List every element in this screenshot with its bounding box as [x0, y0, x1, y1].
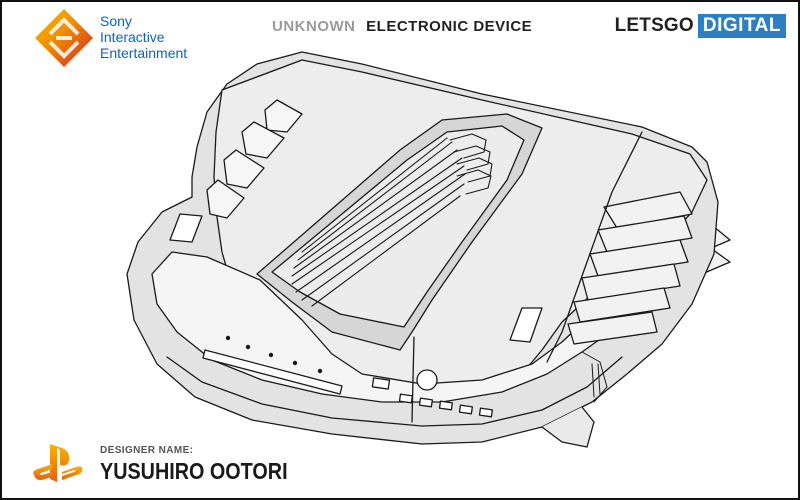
page-title: UNKNOWN ELECTRONIC DEVICE	[272, 18, 532, 35]
right-panel-edge	[546, 131, 643, 363]
disc-slot-outline	[202, 349, 343, 395]
power-button	[416, 369, 438, 391]
company-name: Sony Interactive Entertainment	[100, 13, 220, 61]
company-line-2: Interactive	[100, 29, 165, 45]
left-slot	[169, 213, 203, 243]
right-grille	[567, 191, 693, 345]
company-line-3: Entertainment	[100, 45, 188, 61]
front-indicator-dots	[225, 335, 323, 374]
front-seam	[411, 336, 415, 423]
designer-label: DESIGNER NAME:	[100, 445, 194, 456]
left-fins	[206, 99, 303, 219]
side-vents	[581, 351, 608, 403]
publisher-logo-part1: LETSGO	[614, 15, 694, 36]
company-line-1: Sony	[100, 13, 132, 29]
title-prefix: UNKNOWN	[272, 18, 356, 35]
right-slot	[509, 307, 543, 343]
designer-name: YUSUHIRO OOTORI	[100, 458, 288, 484]
title-main: ELECTRONIC DEVICE	[366, 18, 533, 35]
base-foot	[541, 406, 595, 448]
front-lip	[166, 356, 623, 427]
front-ports	[371, 377, 494, 418]
vent-slats	[291, 133, 493, 307]
publisher-logo: LETSGO DIGITAL	[615, 14, 786, 38]
publisher-logo-part2: DIGITAL	[697, 14, 786, 38]
playstation-icon	[33, 444, 83, 482]
sie-diamond-icon	[35, 9, 93, 67]
